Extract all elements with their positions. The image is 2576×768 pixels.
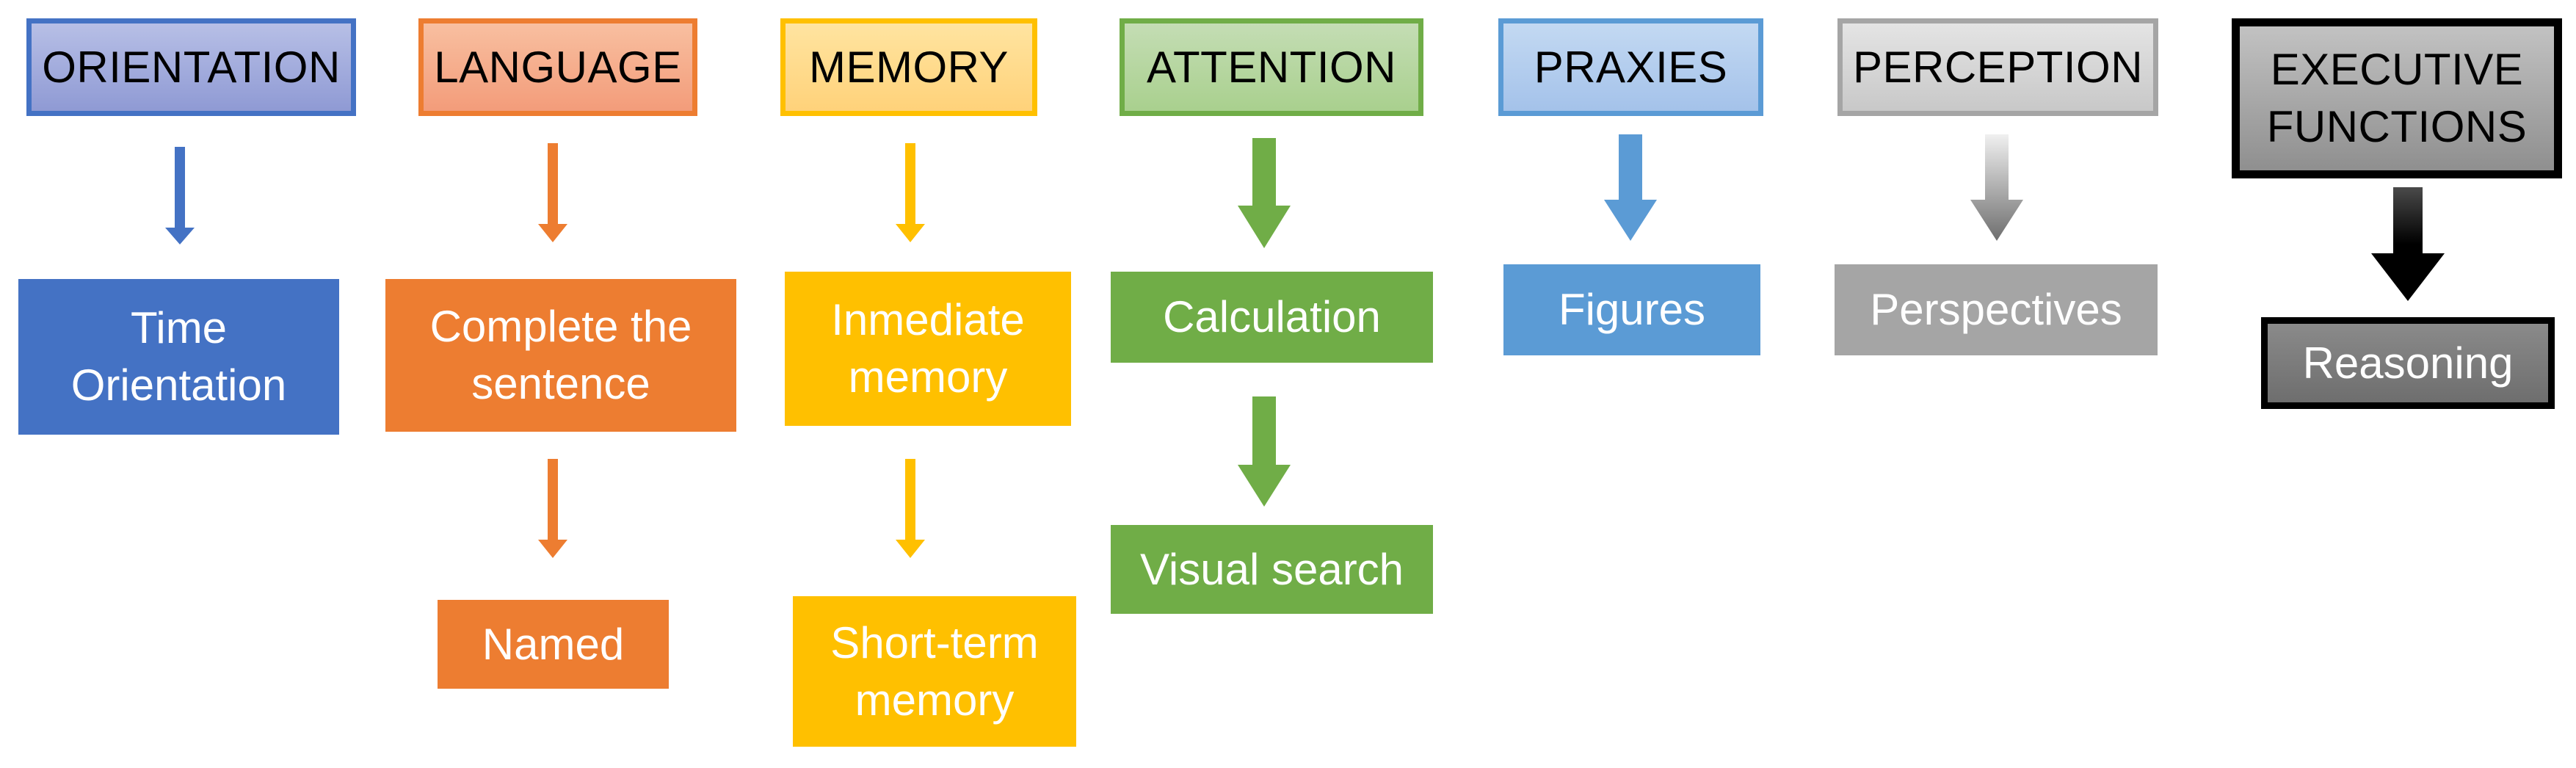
header-executive-functions: EXECUTIVE FUNCTIONS	[2232, 18, 2562, 178]
arrow-attention-2	[1238, 396, 1291, 507]
arrow-language-1	[538, 143, 567, 242]
arrow-executive-1	[2371, 187, 2445, 301]
header-perception: PERCEPTION	[1837, 18, 2158, 116]
header-attention: ATTENTION	[1120, 18, 1423, 116]
arrow-memory-2	[896, 459, 925, 558]
arrow-memory-1	[896, 143, 925, 242]
box-named: Named	[438, 600, 669, 689]
box-immediate-memory: Inmediate memory	[785, 272, 1071, 426]
box-calculation: Calculation	[1111, 272, 1433, 363]
arrow-perception-1	[1970, 134, 2023, 241]
arrow-orientation-1	[165, 147, 195, 244]
box-perspectives: Perspectives	[1835, 264, 2158, 355]
arrow-language-2	[538, 459, 567, 558]
box-short-term-memory: Short-term memory	[793, 596, 1076, 747]
box-reasoning: Reasoning	[2261, 317, 2555, 409]
box-visual-search: Visual search	[1111, 525, 1433, 614]
header-praxies: PRAXIES	[1498, 18, 1763, 116]
header-memory: MEMORY	[780, 18, 1037, 116]
arrow-attention-1	[1238, 138, 1291, 248]
header-orientation: ORIENTATION	[26, 18, 356, 116]
box-figures: Figures	[1503, 264, 1760, 355]
box-time-orientation: Time Orientation	[18, 279, 339, 435]
arrow-praxies-1	[1604, 134, 1657, 241]
box-complete-the-sentence: Complete the sentence	[385, 279, 736, 432]
header-language: LANGUAGE	[418, 18, 697, 116]
